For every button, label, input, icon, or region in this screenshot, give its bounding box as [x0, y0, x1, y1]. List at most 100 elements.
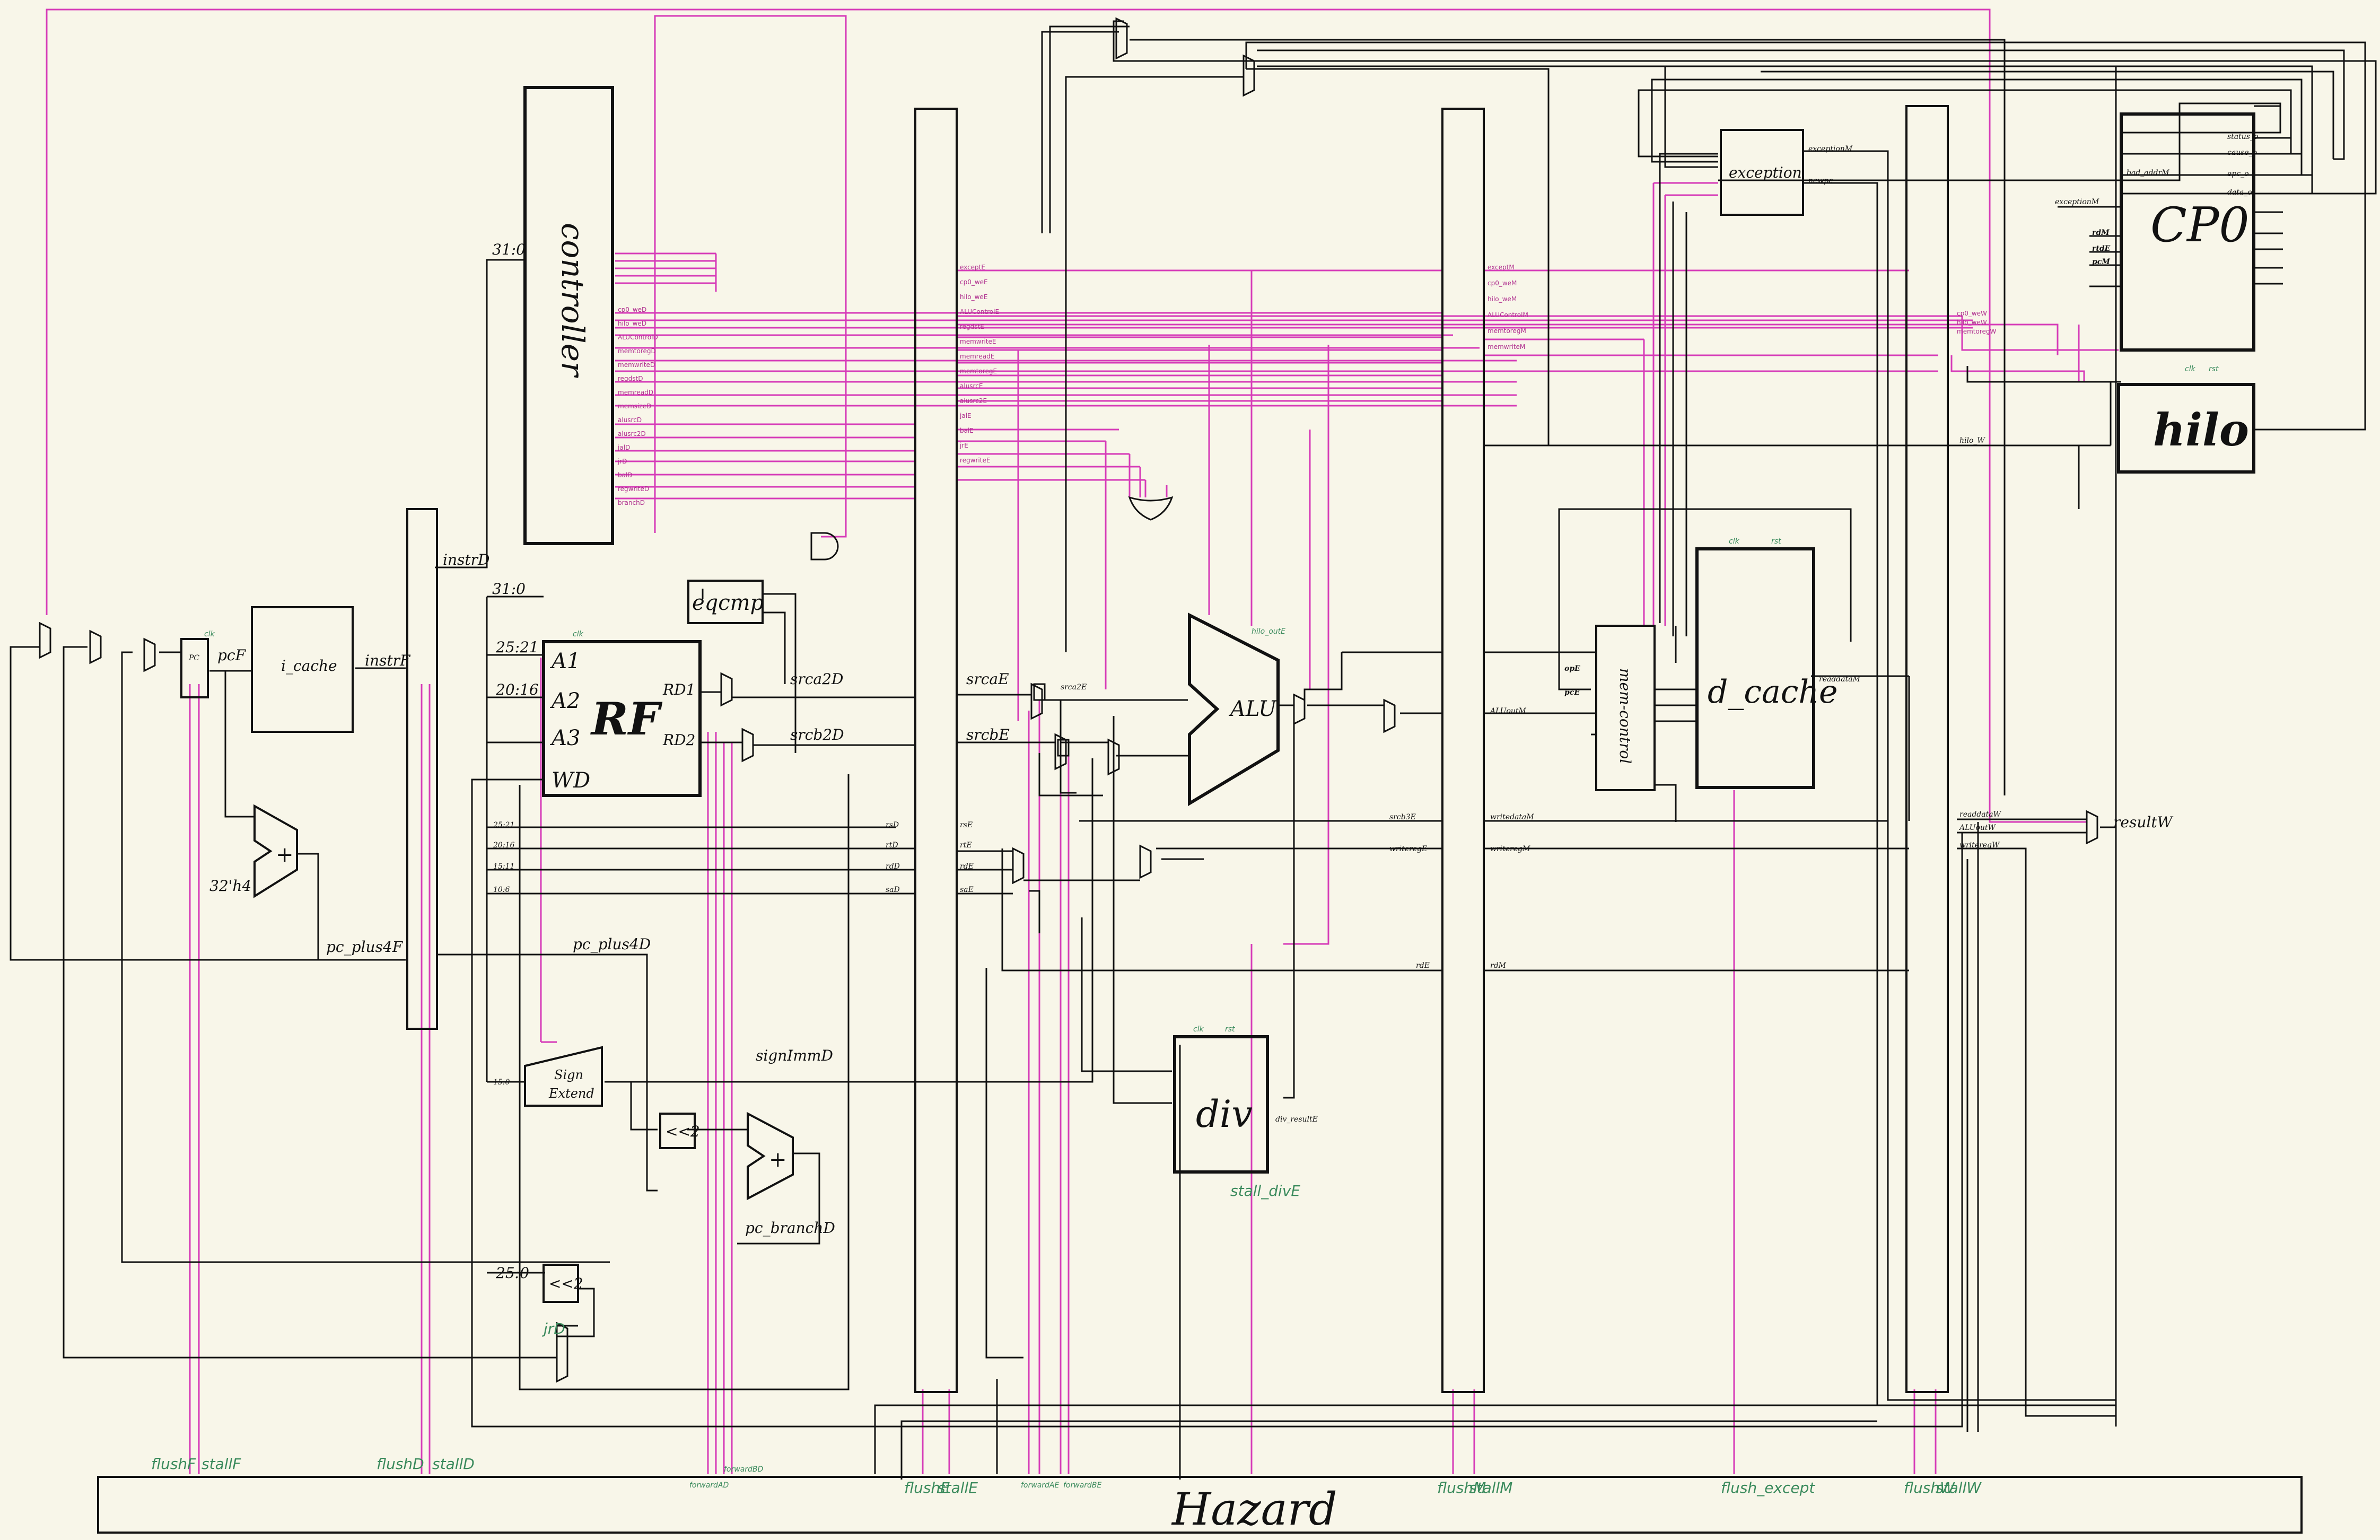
stallM-label: stallM	[1469, 1479, 1512, 1497]
cp0-rtdE-label: rtdE	[2092, 244, 2111, 253]
icache-label: i_cache	[281, 657, 337, 675]
alu-label: ALU	[1228, 697, 1277, 721]
rdD-label: rdD	[886, 862, 900, 871]
ex-outputs-label: memtoregE	[960, 368, 997, 375]
shift1-label: <<2	[666, 1123, 700, 1140]
hilo-rst-label: rst	[2209, 365, 2219, 373]
hilo-clk-label: clk	[2185, 365, 2196, 373]
mem-control-wires	[1485, 183, 2119, 1474]
forwardBD-label: forwardBD	[724, 1465, 764, 1474]
rf-rd1-label: RD1	[662, 681, 695, 698]
ex-control-wires	[956, 270, 2058, 1474]
rf-out-mux-1	[721, 673, 732, 705]
stallW-label: stallW	[1936, 1479, 1982, 1497]
ex-outputs-label: exceptE	[960, 264, 985, 271]
mem-outputs-label: memwriteM	[1488, 343, 1525, 351]
mem-outputs-label: exceptM	[1488, 264, 1515, 271]
controller-outputs-label: ALUControlD	[618, 334, 658, 341]
cp0-data-label: data_o	[2227, 188, 2252, 197]
ex-outputs-label: hilo_weE	[960, 293, 987, 301]
controller-outputs-label: branchD	[618, 499, 645, 506]
mem-wb-register	[1906, 106, 1948, 1392]
controller-outputs-label: cp0_weD	[618, 306, 646, 313]
bits-20-16-a: 20:16	[495, 681, 539, 698]
stall-divE-label: stall_divE	[1230, 1182, 1300, 1200]
stallF-label: stallF	[202, 1455, 241, 1473]
bits-10-6: 10:6	[493, 886, 510, 894]
rf-label: RF	[590, 693, 663, 745]
instrD-label: instrD	[443, 551, 489, 568]
mem-control-label: mem-control	[1616, 668, 1634, 764]
pc-mux-1	[40, 623, 50, 658]
aluoutM-label: ALUoutM	[1489, 707, 1527, 715]
shift2-label: <<2	[549, 1275, 583, 1292]
ex-fwd-mux-1	[1031, 684, 1042, 719]
instrF-label: instrF	[365, 652, 411, 669]
controller-outputs-label: jrD	[617, 458, 627, 465]
top-mux-1	[1116, 19, 1127, 58]
eqcmp-label: eqcmp	[692, 591, 764, 615]
bits-20-16-b: 20:16	[493, 841, 514, 850]
bits-31-0-b: 31:0	[492, 580, 526, 598]
forwardBE-label: forwardBE	[1063, 1481, 1102, 1490]
controller-outputs-label: memwriteD	[618, 361, 655, 369]
bits-25-21-a: 25:21	[495, 638, 539, 656]
writeregE-label: writeregE	[1389, 845, 1427, 853]
ex-outputs-label: jrE	[959, 442, 968, 449]
rf-out-mux-2	[742, 729, 753, 761]
div-label: div	[1196, 1092, 1253, 1136]
data-wires	[11, 21, 2376, 1480]
cp0-exception-label: exceptionM	[2055, 198, 2099, 206]
rf-clk-label: clk	[573, 630, 584, 638]
alu-out-mux	[1294, 695, 1305, 724]
rf-rd2-label: RD2	[662, 731, 695, 749]
flushF-label: flushF	[151, 1455, 196, 1473]
ex-outputs-label: ALUControlE	[960, 308, 999, 316]
controller-outputs-label: alusrc2D	[618, 430, 646, 438]
srca2E-label: srca2E	[1061, 683, 1087, 692]
cp0-pins	[2058, 207, 2121, 286]
ex-outputs-label: alusrc2E	[960, 397, 987, 405]
wb-outputs-label: hilo_weW	[1957, 319, 1987, 326]
wb-outputs-label: cp0_weW	[1957, 310, 1987, 317]
cp0-pcM-label: pcM	[2092, 258, 2110, 266]
pc-plus4D-label: pc_plus4D	[573, 935, 651, 953]
newpc-label: newpc	[1808, 177, 1833, 185]
ex-outputs-label: balE	[960, 427, 974, 434]
srcaE-label: srcaE	[966, 670, 1009, 688]
cp0-epc-label: epc_o	[2227, 170, 2249, 178]
rf-a3-label: A3	[549, 726, 580, 750]
rdM-wire-label: rdM	[1490, 961, 1507, 970]
dcache-clk-label: clk	[1729, 537, 1740, 546]
pc-mux-3	[144, 639, 155, 671]
dcache-block	[1697, 549, 1814, 788]
exceptionM-label: exceptionM	[1808, 145, 1853, 153]
controller-outputs-label: jalD	[617, 444, 630, 451]
hilo-outE-label: hilo_outE	[1252, 627, 1285, 636]
rdE-label: rdE	[960, 862, 974, 871]
pipeline-registers	[407, 106, 1948, 1392]
rtE-label: rtE	[960, 841, 972, 850]
pc-plus4F-label: pc_plus4F	[326, 938, 404, 956]
rsD-label: rsD	[886, 821, 899, 829]
bits-15-11: 15:11	[493, 862, 514, 871]
rsE-label: rsE	[960, 821, 973, 829]
regdst-mux-1	[1013, 848, 1023, 883]
controller-outputs-label: balD	[618, 471, 633, 479]
writeregW-label: writeregW	[1959, 841, 2000, 850]
green-annotations: clk clk clk rst clk rst clk rst jrD hilo…	[151, 365, 2219, 1497]
rf-a1-label: A1	[549, 649, 580, 673]
rtD-label: rtD	[886, 841, 898, 850]
pc-mux-2	[90, 631, 101, 663]
rdE-wire-label: rdE	[1416, 961, 1430, 970]
ex-outputs-label: regwriteE	[960, 457, 990, 464]
ex-outputs-label: cp0_weE	[960, 278, 988, 286]
ex-mem-register	[1442, 109, 1484, 1392]
pc-block	[181, 639, 208, 697]
pcF-label: pcF	[217, 646, 247, 664]
flushD-label: flushD	[377, 1455, 424, 1473]
flush-except-label: flush_except	[1721, 1479, 1815, 1497]
srca2D-label: srca2D	[790, 670, 843, 688]
mem-outputs-label: ALUControlM	[1488, 311, 1528, 319]
